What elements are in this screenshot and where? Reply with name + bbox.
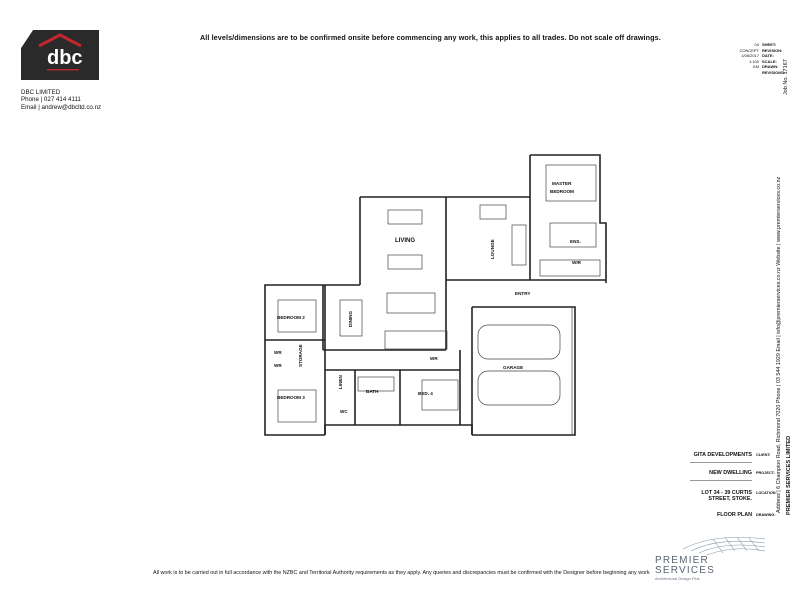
room-living: LIVING <box>395 238 415 244</box>
room-dining: DINING <box>348 310 353 327</box>
room-master-bedroom-line2: BEDROOM <box>550 189 574 194</box>
room-master-bedroom-line1: MASTER <box>552 181 572 186</box>
title-drawing: FLOOR PLAN DRAWING: <box>716 512 776 518</box>
dbc-logo-text: dbc <box>47 47 83 69</box>
room-wc: WC <box>340 409 348 414</box>
room-bedroom-3: BEDROOM 3 <box>277 395 305 400</box>
designer-contact: Address | 6 Champion Road, Richmond 7020… <box>776 176 782 514</box>
room-wr-c: WR <box>430 356 438 361</box>
room-master-wir: WIR <box>572 260 582 265</box>
company-name: DBC LIMITED <box>21 89 61 96</box>
room-garage: GARAGE <box>503 365 523 370</box>
ps-logo-line2: SERVICES <box>655 565 715 576</box>
room-ensuite: ENS. <box>570 239 581 244</box>
title-project: NEW DWELLING PROJECT: <box>709 470 775 476</box>
room-wr-b: WR <box>274 363 282 368</box>
designer-company: PREMIER SERVICES LIMITED <box>786 435 792 515</box>
title-client: GITA DEVELOPMENTS CLIENT: <box>693 452 771 458</box>
ps-logo-line1: PREMIER <box>655 555 709 566</box>
room-bath: BATH <box>366 389 379 394</box>
room-entry: ENTRY <box>515 291 530 296</box>
company-email: Email | andrew@dbcltd.co.nz <box>21 103 102 111</box>
company-info: DBC LIMITED Phone | 027 414 4111 Email |… <box>21 89 101 111</box>
company-phone: Phone | 027 414 4111 <box>21 96 81 104</box>
premier-services-logo: PREMIER SERVICES Architectural Design Pl… <box>655 536 766 581</box>
room-labels: MASTER BEDROOM ENS. WIR LIVING LOUNGE EN… <box>274 181 582 414</box>
room-storage: STORAGE <box>298 344 303 367</box>
room-bedroom-2: BEDROOM 2 <box>277 315 305 320</box>
room-wr-a: WR <box>274 350 282 355</box>
room-bed-4: BED. 4 <box>418 391 433 396</box>
room-linen: LINEN <box>338 375 343 389</box>
title-location-line2: STREET, STOKE. <box>708 496 752 503</box>
room-lounge: LOUNGE <box>490 239 495 259</box>
floor-plan: MASTER BEDROOM ENS. WIR LIVING LOUNGE EN… <box>264 154 607 436</box>
dbc-logo: dbc <box>21 30 99 80</box>
ps-logo-tagline: Architectural Design Plus <box>655 576 700 581</box>
title-location-line1: LOT 34 - 39 CURTIS <box>701 490 752 496</box>
footer-notice: All work is to be carried out in full ac… <box>153 570 650 576</box>
top-notice: All levels/dimensions are to be confirme… <box>200 33 661 42</box>
meta-row: REVISIONS: <box>762 69 786 75</box>
job-number: Job No. 17167 <box>783 59 789 95</box>
